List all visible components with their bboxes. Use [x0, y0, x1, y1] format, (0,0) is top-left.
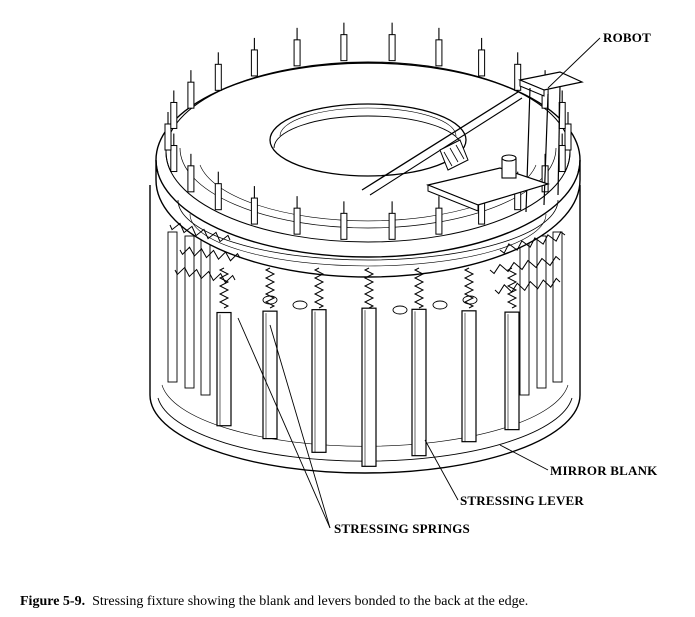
ring-pin: [340, 212, 348, 240]
stressing-lever-bar: [311, 309, 327, 453]
stressing-spring: [489, 255, 561, 275]
figure-caption: Figure 5-9. Stressing fixture showing th…: [20, 594, 680, 610]
ring-pin: [293, 39, 301, 67]
ring-pin: [214, 183, 222, 211]
ring-pin: [170, 101, 178, 129]
ring-pin: [435, 207, 443, 235]
stressing-spring: [218, 267, 230, 309]
ring-pin: [250, 49, 258, 77]
support-ring: [155, 147, 581, 278]
stressing-spring: [169, 222, 231, 243]
stressing-lever-bar: [461, 310, 477, 443]
ring-pin: [293, 207, 301, 235]
spring-connector: [432, 300, 448, 310]
stressing-lever-bar: [361, 307, 377, 467]
spring-connector: [392, 305, 408, 315]
ring-pin: [478, 49, 486, 77]
spring-connector: [462, 295, 478, 305]
ring-pin: [164, 123, 172, 151]
stressing-levers: [216, 307, 520, 467]
stressing-spring: [313, 267, 325, 309]
robot-label: ROBOT: [603, 30, 651, 45]
ring-pin: [170, 145, 178, 173]
ring-pin: [435, 39, 443, 67]
ring-pin: [187, 165, 195, 193]
ring-pin: [388, 34, 396, 62]
ring-pin: [558, 145, 566, 173]
stressing-springs-label: STRESSING SPRINGS: [334, 521, 470, 536]
ring-pin: [250, 197, 258, 225]
stressing-lever-bar: [216, 311, 232, 427]
spring-connector: [292, 300, 308, 310]
ring-pin: [187, 81, 195, 109]
stressing-spring: [506, 267, 518, 309]
stressing-spring: [179, 246, 241, 262]
stressing-lever-bar: [504, 311, 520, 431]
stressing-spring: [363, 267, 375, 309]
mirror-blank-label: MIRROR BLANK: [550, 463, 658, 478]
figure-caption-text: Stressing fixture showing the blank and …: [92, 594, 529, 609]
stressing-lever-label: STRESSING LEVER: [460, 493, 585, 508]
ring-pin: [340, 34, 348, 62]
leader-lines: [237, 37, 601, 529]
stressing-lever-bar: [262, 310, 278, 440]
central-opening: [269, 103, 467, 177]
stressing-spring: [494, 277, 561, 295]
ring-pin: [388, 212, 396, 240]
stressing-springs: [169, 222, 566, 315]
stressing-spring: [174, 266, 236, 284]
ring-pin: [214, 63, 222, 91]
stressing-spring: [413, 267, 425, 309]
ring-pins: [164, 22, 572, 240]
stressing-spring: [264, 267, 276, 309]
stressing-spring: [499, 231, 566, 254]
stressing-spring: [463, 267, 475, 309]
spring-connector: [262, 295, 278, 305]
stressing-lever-bar: [411, 308, 427, 457]
ring-pin: [564, 123, 572, 151]
robot: [361, 71, 584, 213]
figure-number: Figure 5-9.: [20, 594, 86, 609]
